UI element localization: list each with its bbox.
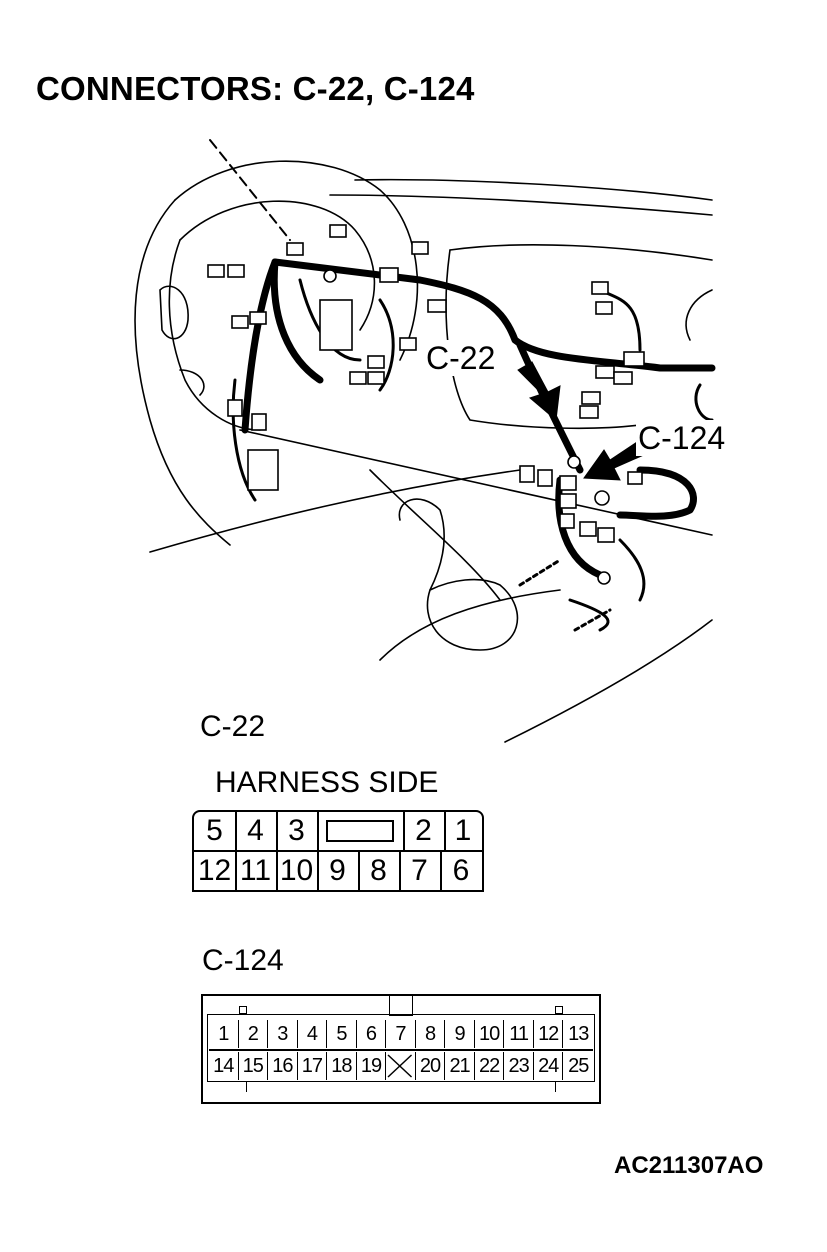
c124-label: C-124 bbox=[202, 944, 284, 977]
c124-pin: 16 bbox=[268, 1052, 298, 1080]
c124-pin: 23 bbox=[504, 1052, 534, 1080]
c124-pin: 13 bbox=[568, 1023, 589, 1045]
c124-pin: 10 bbox=[475, 1020, 505, 1048]
c22-label: C-22 bbox=[200, 710, 266, 743]
c22-pin: 5 bbox=[206, 814, 223, 847]
c22-pin: 11 bbox=[239, 854, 272, 887]
c22-pin: 6 bbox=[452, 854, 470, 887]
callout-c124: C-124 bbox=[636, 420, 728, 456]
c124-pin: 8 bbox=[416, 1020, 446, 1048]
c22-pin: 10 bbox=[279, 854, 314, 887]
c124-pin: 15 bbox=[239, 1052, 269, 1080]
c124-pin: 18 bbox=[327, 1052, 357, 1080]
c124-pin: 5 bbox=[327, 1020, 357, 1048]
c22-pin: 8 bbox=[370, 854, 387, 887]
callout-c22: C-22 bbox=[424, 340, 498, 376]
c124-pin: 25 bbox=[568, 1055, 589, 1077]
c22-pin: 12 bbox=[197, 854, 232, 887]
c124-pin: 24 bbox=[534, 1052, 564, 1080]
c124-pin: 19 bbox=[357, 1052, 387, 1080]
c124-pin: 12 bbox=[534, 1020, 564, 1048]
c124-pin: 2 bbox=[239, 1020, 269, 1048]
c124-pin: 3 bbox=[268, 1020, 298, 1048]
c124-pin: 1 bbox=[209, 1020, 239, 1048]
c22-connector: 5 4 3 2 1 12 11 10 9 8 7 6 bbox=[192, 810, 484, 892]
c124-pin: 22 bbox=[475, 1052, 505, 1080]
dashboard-harness-illustration bbox=[134, 139, 716, 743]
c124-empty-cavity bbox=[386, 1052, 416, 1080]
c124-pin: 6 bbox=[357, 1020, 387, 1048]
c124-pin: 14 bbox=[209, 1052, 239, 1080]
c22-pin: 7 bbox=[411, 854, 428, 887]
c124-pin: 11 bbox=[504, 1020, 534, 1048]
c124-pin: 9 bbox=[445, 1020, 475, 1048]
c124-pin: 17 bbox=[298, 1052, 328, 1080]
c22-pin: 4 bbox=[247, 814, 264, 847]
c124-pin: 7 bbox=[386, 1020, 416, 1048]
harness-side-label: HARNESS SIDE bbox=[215, 766, 439, 799]
page-title: CONNECTORS: C-22, C-124 bbox=[36, 70, 475, 107]
c124-pin: 4 bbox=[298, 1020, 328, 1048]
c22-pin: 2 bbox=[415, 814, 432, 847]
c124-pin: 20 bbox=[416, 1052, 446, 1080]
c124-pin: 21 bbox=[445, 1052, 475, 1080]
figure-code: AC211307AO bbox=[614, 1152, 764, 1179]
c22-key-block bbox=[326, 820, 394, 842]
c22-pin: 9 bbox=[329, 854, 346, 887]
c22-pin: 1 bbox=[454, 814, 472, 847]
c22-pin: 3 bbox=[288, 814, 305, 847]
c124-lock-tab bbox=[389, 996, 413, 1016]
